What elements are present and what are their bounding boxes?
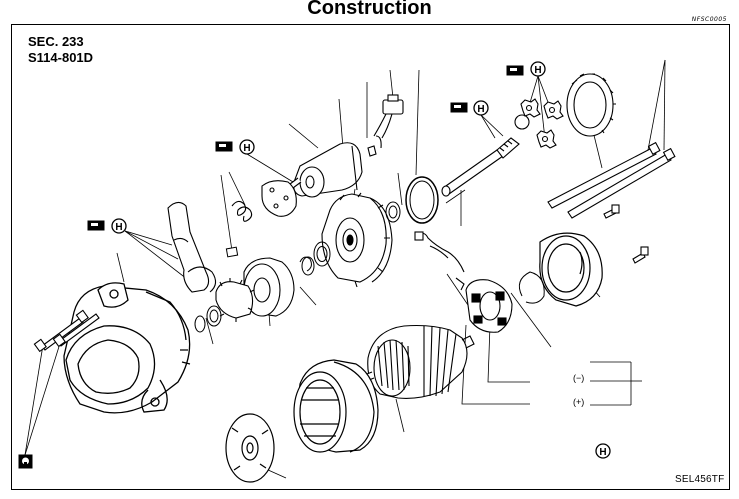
grease-circle-icon: H [111,218,127,234]
grease-applicator-icon [87,220,105,231]
grease-letter: H [115,222,122,233]
gear-case [63,282,191,414]
grease-circle-icon: H [473,100,489,116]
grease-symbol-2: H [450,100,489,116]
grease-circle-icon: H [595,443,611,459]
figure-code: NFSC0005 [691,16,727,23]
thrust-washer [385,201,401,223]
grease-letter: H [534,65,541,76]
terminal-negative-label: (−) [573,373,585,383]
grease-letter: H [477,104,484,115]
page-title: Construction [307,0,432,19]
section-info: SEC. 233 S114-801D [28,34,93,66]
grease-applicator-icon [215,141,233,152]
diagram-frame [11,24,730,490]
grease-applicator-icon [506,65,524,76]
grease-symbol-3: H [215,139,255,155]
grease-circle-icon: H [239,139,255,155]
rear-cover [539,232,603,307]
figure-id: SEL456TF [675,474,725,485]
through-bolts [547,141,676,219]
internal-gear [566,73,616,137]
grease-circle-icon: H [530,61,546,77]
lever-plate [261,180,297,217]
washer-set [299,241,331,276]
grease-symbol-1: H [506,61,546,77]
shift-lever [167,201,217,293]
pinion-shaft [441,114,530,197]
mounting-bolt-2 [33,313,100,353]
section-number: SEC. 233 [28,34,84,49]
planetary-gears [520,98,564,149]
grease-letter: H [599,447,606,458]
center-housing [321,192,393,288]
grease-letter: H [243,143,250,154]
screw-1 [603,204,620,219]
grease-applicator-icon [450,102,468,113]
pinion-gear [215,257,295,322]
brush-holder [414,231,513,333]
model-code: S114-801D [28,50,94,65]
end-plate [225,413,275,483]
yoke [293,359,379,453]
retainer-ring [194,305,222,333]
c-ring [518,271,545,304]
armature [361,324,475,399]
torsion-spring [231,200,253,222]
magnetic-switch [289,135,382,198]
shaft-packing [405,176,439,224]
torque-wrench-icon [18,454,33,469]
connector-harness [373,94,404,139]
terminal-positive-label: (+) [573,397,585,407]
lever-spacer [225,246,239,258]
part-leaders [116,59,666,479]
screw-2 [632,246,649,264]
grease-symbol-4: H [87,218,127,234]
